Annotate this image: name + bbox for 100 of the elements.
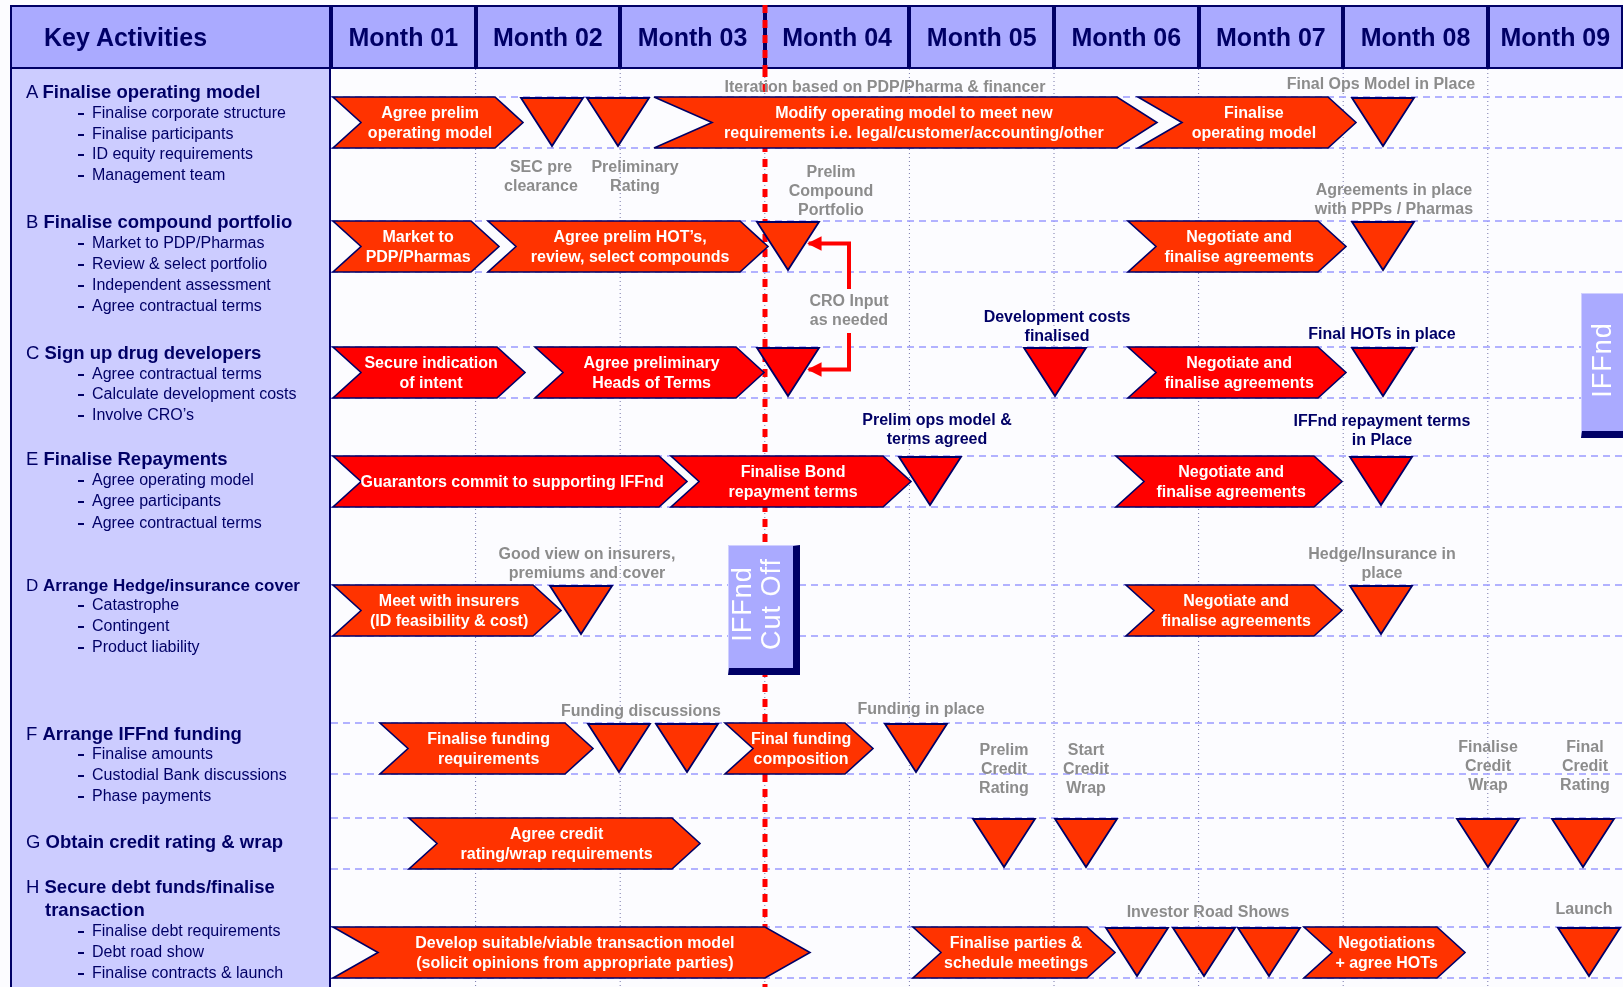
milestone-triangle [972, 818, 1036, 868]
bar-label: Develop suitable/viable transaction model (solicit opinions from appropriate parties) [414, 932, 736, 973]
bar-label: Secure indication of intent [363, 352, 499, 393]
activity-item: Calculate development costs [92, 384, 297, 403]
chevron-bar [1128, 347, 1346, 398]
milestone-label: Hedge/Insurance in place [1307, 544, 1457, 582]
activity-item: Debt road show [92, 942, 205, 961]
milestone-triangle [655, 723, 719, 773]
milestone-label: Final HOTs in place [1307, 324, 1457, 343]
activity-heading: G Obtain credit rating & wrap [26, 830, 284, 853]
timeline-note: Funding discussions [560, 701, 722, 720]
milestone-label: Good view on insurers, premiums and cover [497, 544, 677, 582]
activity-heading: A Finalise operating model [26, 80, 262, 103]
activity-heading: H Secure debt funds/finalise transaction [26, 875, 276, 921]
bar-label: Agree prelim HOT’s, review, select compounds [529, 226, 731, 267]
bar-label: Finalise funding requirements [426, 728, 551, 769]
milestone-label: SEC pre clearance [503, 157, 579, 195]
bar-label: Final funding composition [749, 728, 853, 769]
milestone-triangle [587, 723, 651, 773]
arrow [807, 236, 851, 289]
milestone-triangle [1551, 818, 1615, 868]
column-header: Key Activities [10, 5, 331, 69]
bar-label: Negotiations + agree HOTs [1334, 932, 1439, 973]
milestone-triangle [898, 456, 962, 506]
activity-item: Finalise corporate structure [92, 103, 286, 122]
bar-label: Modify operating model to meet new requirements i.e. legal/customer/accounting/other [723, 102, 1105, 143]
milestone-triangle [586, 97, 650, 147]
milestone-triangle [549, 585, 613, 635]
chevron-bar [725, 723, 873, 774]
milestone-label: Final Credit Rating [1559, 737, 1611, 794]
bar-label: Negotiate and finalise agreements [1160, 590, 1312, 631]
activity-item: Market to PDP/Pharmas [92, 233, 265, 252]
milestone-triangle [1351, 347, 1415, 397]
milestone-triangle [1105, 927, 1169, 977]
bar-label: Agree prelim operating model [366, 102, 494, 143]
timeline-note: Investor Road Shows [1125, 902, 1291, 921]
milestone-triangle [884, 723, 948, 773]
column-header: Month 09 [1487, 5, 1623, 69]
activity-item: Agree contractual terms [92, 364, 262, 383]
bar-label: Finalise parties & schedule meetings [943, 932, 1090, 973]
activity-heading: D Arrange Hedge/insurance cover [26, 575, 301, 597]
bar-label: Market to PDP/Pharmas [364, 226, 472, 267]
column-header: Month 02 [475, 5, 621, 69]
activity-item: Contingent [92, 616, 170, 635]
bar-label: Agree preliminary Heads of Terms [582, 352, 721, 393]
chevron-bar [1116, 456, 1342, 507]
milestone-triangle [1054, 818, 1118, 868]
vertical-label: IFFnd Cut Off [728, 557, 786, 653]
activity-heading: C Sign up drug developers [26, 341, 263, 364]
milestone-label: IFFnd repayment terms in Place [1292, 411, 1472, 449]
bar-label: Negotiate and finalise agreements [1163, 226, 1315, 267]
bar-label: Finalise Bond repayment terms [727, 461, 859, 502]
vertical-label: IFFnd [1588, 320, 1617, 400]
milestone-triangle [1351, 221, 1415, 271]
activity-item: ID equity requirements [92, 144, 253, 163]
milestone-label: Final Ops Model in Place [1285, 74, 1477, 93]
milestone-triangle [1557, 927, 1621, 977]
bar-label: Negotiate and finalise agreements [1163, 352, 1315, 393]
milestone-triangle [756, 347, 820, 397]
bar-label: Agree credit rating/wrap requirements [459, 823, 654, 864]
bar-label: Guarantors commit to supporting IFFnd [360, 471, 664, 492]
arrow [807, 333, 851, 377]
activity-item: Catastrophe [92, 595, 180, 614]
milestone-label: Development costs finalised [982, 307, 1132, 345]
chevron-bar [333, 456, 687, 507]
column-header: Month 03 [620, 5, 765, 69]
chevron-bar [1128, 221, 1346, 272]
milestone-label: Funding in place [856, 699, 986, 718]
activity-item: Management team [92, 165, 226, 184]
milestone-label: Launch [1554, 899, 1614, 918]
milestone-label: Start Credit Wrap [1061, 740, 1111, 797]
milestone-triangle [520, 97, 584, 147]
column-header: Month 01 [331, 5, 476, 69]
column-header: Month 07 [1198, 5, 1344, 69]
activity-item: Phase payments [92, 786, 212, 805]
activity-heading: E Finalise Repayments [26, 447, 229, 470]
milestone-label: Prelim Credit Rating [978, 740, 1030, 797]
activity-item: Finalise debt requirements [92, 921, 281, 940]
column-header: Month 08 [1343, 5, 1488, 69]
column-header: Month 06 [1054, 5, 1199, 69]
callout-box [728, 545, 800, 675]
milestone-triangle [1349, 585, 1413, 635]
activity-item: Product liability [92, 637, 200, 656]
activity-item: Agree operating model [92, 470, 254, 489]
milestone-triangle [1172, 927, 1236, 977]
activity-item: Finalise participants [92, 124, 234, 143]
bar-label: Negotiate and finalise agreements [1155, 461, 1307, 502]
column-header: Month 04 [764, 5, 910, 69]
callout-box [1581, 293, 1623, 438]
chevron-bar [333, 927, 810, 978]
milestone-triangle [1351, 97, 1415, 147]
timeline-note: Iteration based on PDP/Pharma & financer [723, 77, 1047, 96]
activity-panel [10, 69, 331, 987]
activity-item: Review & select portfolio [92, 254, 268, 273]
chevron-bar [409, 818, 700, 869]
milestone-label: Preliminary Rating [590, 157, 680, 195]
activity-item: Finalise contracts & launch [92, 963, 284, 982]
activity-item: Agree contractual terms [92, 296, 262, 315]
activity-item: Involve CRO’s [92, 405, 194, 424]
column-header: Month 05 [909, 5, 1054, 69]
